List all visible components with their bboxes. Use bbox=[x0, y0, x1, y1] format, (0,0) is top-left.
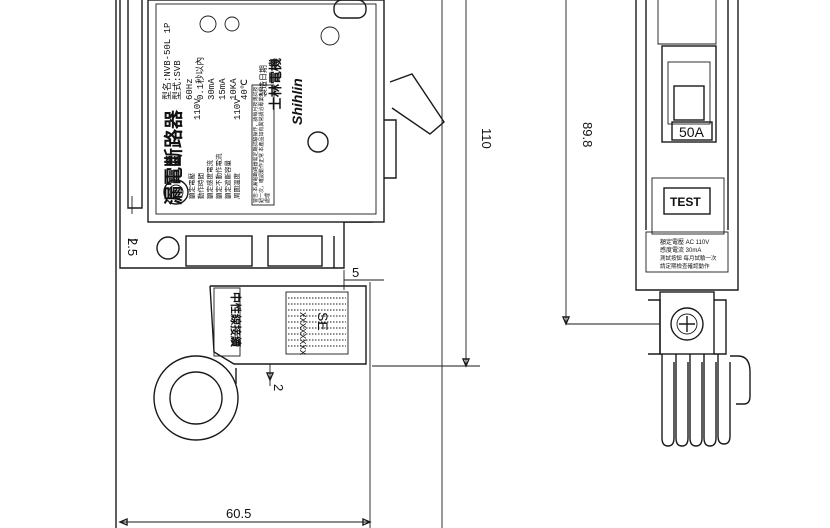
label-breaking: 10KA bbox=[229, 78, 239, 100]
side-body-inner bbox=[645, 0, 729, 230]
label-row-0: 額定電壓 bbox=[187, 173, 196, 200]
side-spec-box bbox=[645, 231, 729, 273]
side-handle-lever bbox=[673, 85, 705, 121]
label-rated-current: 15mA bbox=[218, 78, 228, 100]
test-area bbox=[651, 177, 725, 235]
side-terminal-left-tab bbox=[648, 299, 661, 355]
label-warning-box bbox=[251, 84, 275, 206]
label-volt-1: 110V bbox=[193, 98, 203, 120]
side-handle-frame bbox=[661, 45, 717, 143]
label-row-4: 額定遮斷容量 bbox=[223, 160, 232, 200]
handle-guard bbox=[384, 119, 397, 179]
dim-89-8-text-group: 89.8 bbox=[580, 122, 595, 147]
neutral-label-text: 中性線接續 bbox=[229, 292, 243, 347]
side-handle-inner bbox=[667, 61, 711, 125]
label-row-5: 周圍溫度 bbox=[232, 173, 241, 200]
dim-110-arrow bbox=[461, 358, 471, 368]
serial-number: XXXXXXXX bbox=[297, 312, 307, 356]
label-plate bbox=[147, 0, 385, 223]
cert-mark-2-icon bbox=[224, 16, 240, 32]
terminal-screw-head bbox=[676, 313, 698, 335]
serial-text-group: XXXXXXXX bbox=[297, 312, 307, 356]
dim-5-label: 5 bbox=[352, 265, 359, 280]
label-plate-inner bbox=[155, 3, 377, 215]
label-brand-en: Shihlin bbox=[289, 78, 305, 125]
rating-label: 50A bbox=[679, 124, 705, 140]
dim-width-arrow-left bbox=[118, 517, 128, 527]
dim-2-label: 2 bbox=[271, 384, 286, 391]
test-button-label: TEST bbox=[670, 195, 701, 209]
brand-logo-icon bbox=[320, 26, 340, 46]
rating-box bbox=[671, 121, 713, 141]
toggle-handle bbox=[389, 73, 445, 135]
stamp-text-group: SE bbox=[315, 312, 331, 331]
dim-2-5-text-group: 2.5 bbox=[125, 238, 140, 256]
label-freq: 60Hz bbox=[185, 78, 195, 100]
lower-plate bbox=[209, 285, 367, 365]
terminal-window-1 bbox=[185, 235, 253, 267]
housing-inner-left bbox=[127, 0, 143, 209]
label-row-3: 額定不動作電流 bbox=[214, 153, 223, 199]
cert-mark-1-icon bbox=[199, 15, 217, 33]
dim-110-text-group: 110 bbox=[479, 128, 494, 149]
label-sens-current: 30mA bbox=[207, 78, 217, 100]
label-temp: 40℃ bbox=[240, 79, 250, 100]
side-spec-3: 測試按鈕 每月試驗一次 bbox=[660, 254, 717, 262]
top-mount-slot bbox=[333, 0, 367, 19]
logo-emblem-inner bbox=[168, 184, 184, 200]
label-volt-2: 110V bbox=[233, 98, 243, 120]
terminal-window-2 bbox=[267, 235, 323, 267]
side-spec-4: 請定期檢查確認動作 bbox=[660, 262, 710, 270]
label-text-block: 漏電斷路器 型名:NVB-50L 1P 型式:SVB 60Hz 0.1秒以內 3… bbox=[161, 23, 305, 206]
side-wires bbox=[661, 354, 751, 447]
test-button[interactable] bbox=[663, 187, 711, 215]
dim-89-8-arrow bbox=[561, 316, 571, 326]
side-top-block bbox=[657, 0, 717, 45]
terminal-screw-cross bbox=[679, 316, 695, 332]
side-terminal-right-tab bbox=[714, 299, 727, 355]
dim-89-8-label: 89.8 bbox=[580, 122, 595, 147]
label-model: 型名:NVB-50L 1P bbox=[161, 23, 173, 100]
dim-width-label: 60.5 bbox=[226, 506, 251, 521]
ring-terminal-inner bbox=[169, 371, 223, 425]
side-view: 89.8 50A TEST 額定電壓 AC 110V 感度電流 30mA 測試按… bbox=[561, 0, 751, 447]
dim-2-arrow bbox=[265, 372, 275, 382]
neutral-label: 中性線接續 bbox=[229, 292, 243, 347]
serial-stamp-area bbox=[285, 291, 349, 355]
serial-stamp: SE bbox=[315, 312, 331, 331]
dim-110-label: 110 bbox=[479, 128, 494, 149]
label-made-in: 製造日期 bbox=[258, 65, 268, 97]
front-view: 漏電斷路器 型名:NVB-50L 1P 型式:SVB 60Hz 0.1秒以內 3… bbox=[115, 0, 494, 528]
terminal-screw-icon bbox=[670, 307, 704, 341]
dim-2-text-group: 2 bbox=[271, 384, 286, 391]
neutral-label-box bbox=[213, 287, 241, 357]
ring-terminal-outer bbox=[153, 355, 239, 441]
logo-emblem-icon bbox=[163, 179, 189, 205]
label-row-1: 動作時間 bbox=[196, 173, 205, 199]
label-title: 漏電斷路器 bbox=[162, 109, 185, 205]
dim-2-5-label: 2.5 bbox=[125, 238, 140, 256]
side-spec-1: 額定電壓 AC 110V bbox=[660, 238, 709, 246]
label-row-2: 額定感度電流 bbox=[205, 160, 214, 200]
side-spec-2: 感度電流 30mA bbox=[660, 246, 701, 254]
label-type: 型式:SVB bbox=[171, 60, 183, 100]
label-trip-time: 0.1秒以內 bbox=[194, 57, 206, 100]
dim-width-arrow-right bbox=[362, 517, 372, 527]
reset-hole bbox=[307, 131, 329, 153]
label-brand-cn: 士林電機 bbox=[268, 58, 283, 110]
side-body-outline bbox=[635, 0, 739, 291]
screw-hole-left bbox=[156, 236, 180, 260]
